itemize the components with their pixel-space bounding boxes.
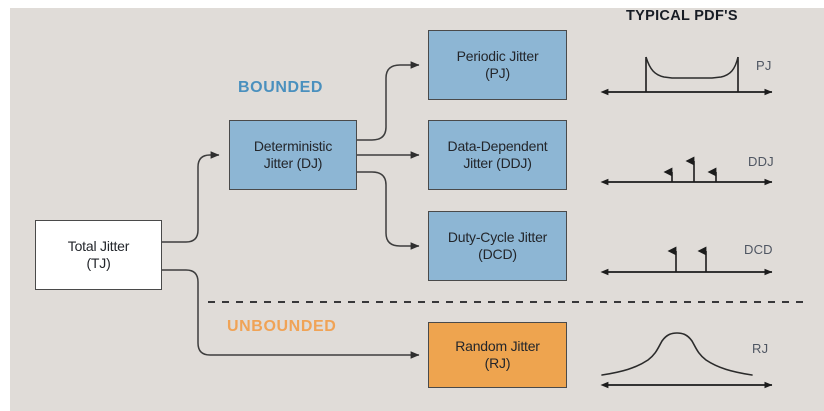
node-deterministic-jitter[interactable]: Deterministic Jitter (DJ) — [229, 120, 357, 190]
node-deterministic-jitter-line2: Jitter (DJ) — [263, 155, 323, 171]
node-deterministic-jitter-line1: Deterministic — [253, 138, 333, 155]
node-periodic-jitter[interactable]: Periodic Jitter (PJ) — [428, 30, 567, 100]
node-duty-cycle-jitter[interactable]: Duty-Cycle Jitter (DCD) — [428, 211, 567, 281]
edge-tj-to-rj — [162, 269, 420, 359]
node-random-jitter[interactable]: Random Jitter (RJ) — [428, 322, 567, 388]
node-data-dependent-jitter-line1: Data-Dependent — [447, 138, 548, 155]
pj-bathtub-curve — [645, 56, 739, 79]
edge-dj-to-pj — [357, 61, 420, 141]
node-periodic-jitter-line1: Periodic Jitter — [456, 48, 539, 65]
pdf-plot-ddj — [600, 156, 773, 186]
node-total-jitter-line1: Total Jitter — [67, 238, 130, 255]
pdf-label-rj: RJ — [752, 341, 769, 356]
pdf-label-dcd: DCD — [744, 242, 773, 257]
node-data-dependent-jitter[interactable]: Data-Dependent Jitter (DDJ) — [428, 120, 567, 190]
typical-pdfs-header: TYPICAL PDF'S — [626, 8, 738, 24]
diagram-panel-background — [10, 8, 824, 411]
edge-dj-to-dcd — [357, 171, 420, 250]
pdf-plot-pj — [600, 56, 773, 96]
node-total-jitter[interactable]: Total Jitter (TJ) — [35, 220, 162, 290]
pdf-plot-dcd — [600, 246, 773, 276]
edge-tj-to-dj — [162, 151, 220, 243]
node-duty-cycle-jitter-line2: (DCD) — [478, 246, 517, 262]
node-data-dependent-jitter-line2: Jitter (DDJ) — [463, 155, 532, 171]
pdf-plot-rj — [600, 332, 773, 389]
node-random-jitter-line2: (RJ) — [484, 355, 511, 371]
pdf-label-pj: PJ — [756, 58, 772, 73]
node-duty-cycle-jitter-line1: Duty-Cycle Jitter — [447, 229, 548, 246]
group-label-bounded: BOUNDED — [238, 79, 324, 96]
pdf-label-ddj: DDJ — [748, 154, 774, 169]
node-periodic-jitter-line2: (PJ) — [485, 65, 510, 81]
rj-gaussian-curve — [601, 332, 753, 376]
group-label-unbounded: UNBOUNDED — [227, 318, 337, 335]
node-random-jitter-line1: Random Jitter — [455, 338, 540, 355]
node-total-jitter-line2: (TJ) — [86, 255, 111, 271]
